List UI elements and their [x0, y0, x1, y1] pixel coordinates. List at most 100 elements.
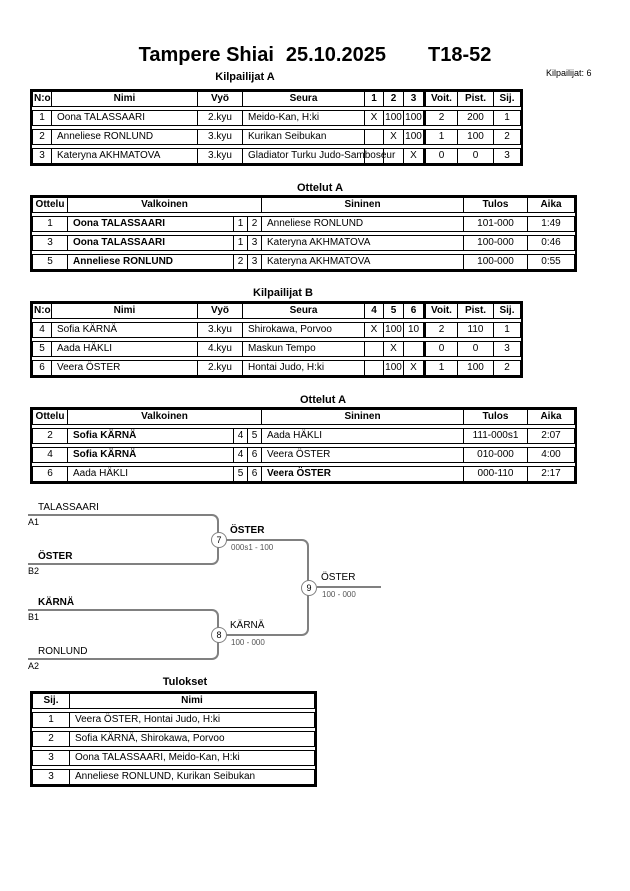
col-header-wins: Voit.: [424, 303, 458, 319]
cell-g2: 100: [384, 110, 404, 126]
col-header-white: Valkoinen: [68, 197, 262, 213]
match-8-score: 100 - 000: [231, 638, 265, 647]
cell-blue-no: 6: [248, 466, 262, 482]
cell-no: 1: [32, 110, 52, 126]
cell-g3: X: [404, 148, 424, 164]
cell-blue-no: 3: [248, 235, 262, 251]
col-header-blue: Sininen: [262, 409, 464, 425]
cell-blue-name: Anneliese RONLUND: [262, 216, 464, 232]
col-header-match: Ottelu: [32, 197, 68, 213]
cell-blue-no: 5: [248, 428, 262, 444]
cell-g6: 10: [404, 322, 424, 338]
cell-club: Hontai Judo, H:ki: [243, 360, 365, 376]
cell-white-no: 1: [234, 216, 248, 232]
cell-g6: X: [404, 360, 424, 376]
event-date: 25.10.2025: [285, 44, 386, 66]
col-header-points: Pist.: [458, 303, 494, 319]
col-header-name: Nimi: [52, 303, 198, 319]
bracket-slot-code: B2: [28, 566, 40, 576]
cell-g2: X: [384, 129, 404, 145]
match-7-score: 000s1 - 100: [231, 543, 274, 552]
bracket-slot-code: B1: [28, 612, 40, 622]
match-7-number-badge: 7: [211, 532, 227, 548]
col-header-time: Aika: [528, 409, 575, 425]
match-8-winner: KÄRNÄ: [230, 620, 265, 631]
col-header-result: Tulos: [464, 197, 528, 213]
cell-g1: X: [365, 110, 384, 126]
col-header-place: Sij.: [494, 303, 521, 319]
col-header-club: Seura: [243, 303, 365, 319]
event-category: T18-52: [427, 44, 492, 66]
col-header-time: Aika: [528, 197, 575, 213]
col-header-club: Seura: [243, 91, 365, 107]
matches-b-table: Ottelu Valkoinen Sininen Tulos Aika 2 So…: [30, 407, 577, 484]
table-row: 1 Oona TALASSAARI 1 2 Anneliese RONLUND …: [32, 216, 575, 232]
table-row: 2 Sofia KÄRNÄ 4 5 Aada HÄKLI 111-000s1 2…: [32, 428, 575, 444]
cell-belt: 3.kyu: [198, 148, 243, 164]
cell-blue-name: Aada HÄKLI: [262, 428, 464, 444]
cell-g3: 100: [404, 129, 424, 145]
cell-club: Kurikan Seibukan: [243, 129, 365, 145]
cell-white-name: Sofia KÄRNÄ: [68, 428, 234, 444]
table-row: 3 Oona TALASSAARI 1 3 Kateryna AKHMATOVA…: [32, 235, 575, 251]
cell-belt: 2.kyu: [198, 360, 243, 376]
table-row: 4 Sofia KÄRNÄ 3.kyu Shirokawa, Porvoo X …: [32, 322, 521, 338]
cell-club: Gladiator Turku Judo-Samboseur: [243, 148, 395, 164]
cell-club: Meido-Kan, H:ki: [243, 110, 365, 126]
cell-points: 0: [458, 341, 494, 357]
table-row: 6 Aada HÄKLI 5 6 Veera ÖSTER 000-110 2:1…: [32, 466, 575, 482]
cell-name: Veera ÖSTER: [52, 360, 198, 376]
table-row: 1 Veera ÖSTER, Hontai Judo, H:ki: [32, 712, 315, 728]
bracket-slot-code: A2: [28, 661, 40, 671]
match-9-score: 100 - 000: [322, 590, 356, 599]
cell-wins: 1: [424, 129, 458, 145]
cell-g1: [365, 148, 384, 164]
cell-white-no: 4: [234, 447, 248, 463]
table-row: 6 Veera ÖSTER 2.kyu Hontai Judo, H:ki 10…: [32, 360, 521, 376]
match-7-winner: ÖSTER: [230, 525, 265, 536]
col-header-g3: 3: [404, 91, 424, 107]
cell-points: 0: [458, 148, 494, 164]
pool-b-title: Kilpailijat B: [253, 287, 313, 299]
pool-a-table: N:o Nimi Vyö Seura 1 2 3 Voit. Pist. Sij…: [30, 89, 523, 166]
cell-g4: X: [365, 322, 384, 338]
col-header-wins: Voit.: [424, 91, 458, 107]
cell-time: 4:00: [528, 447, 575, 463]
cell-g1: [365, 129, 384, 145]
cell-belt: 2.kyu: [198, 110, 243, 126]
cell-blue-name: Veera ÖSTER: [262, 447, 464, 463]
cell-place: 2: [494, 360, 521, 376]
cell-result: 101-000: [464, 216, 528, 232]
col-header-name: Nimi: [70, 693, 315, 709]
col-header-points: Pist.: [458, 91, 494, 107]
table-row: 1 Oona TALASSAARI 2.kyu Meido-Kan, H:ki …: [32, 110, 521, 126]
cell-time: 0:55: [528, 254, 575, 270]
col-header-belt: Vyö: [198, 303, 243, 319]
cell-name: Anneliese RONLUND: [52, 129, 198, 145]
cell-name: Veera ÖSTER, Hontai Judo, H:ki: [70, 712, 315, 728]
col-header-g4: 4: [365, 303, 384, 319]
bracket-slot-name: RONLUND: [38, 646, 88, 657]
table-row: 5 Anneliese RONLUND 2 3 Kateryna AKHMATO…: [32, 254, 575, 270]
cell-white-no: 2: [234, 254, 248, 270]
cell-g5: 100: [384, 360, 404, 376]
match-9-winner: ÖSTER: [321, 572, 356, 583]
cell-no: 2: [32, 129, 52, 145]
table-header-row: Ottelu Valkoinen Sininen Tulos Aika: [32, 409, 575, 425]
col-header-place: Sij.: [494, 91, 521, 107]
table-header-row: Ottelu Valkoinen Sininen Tulos Aika: [32, 197, 575, 213]
cell-points: 200: [458, 110, 494, 126]
cell-place: 3: [494, 148, 521, 164]
col-header-g1: 1: [365, 91, 384, 107]
table-row: 2 Sofia KÄRNÄ, Shirokawa, Porvoo: [32, 731, 315, 747]
cell-no: 3: [32, 148, 52, 164]
cell-match-no: 5: [32, 254, 68, 270]
table-row: 5 Aada HÄKLI 4.kyu Maskun Tempo X 0 0 3: [32, 341, 521, 357]
bracket-slot-code: A1: [28, 517, 40, 527]
cell-g5: X: [384, 341, 404, 357]
cell-wins: 2: [424, 322, 458, 338]
col-header-place: Sij.: [32, 693, 70, 709]
cell-belt: 4.kyu: [198, 341, 243, 357]
